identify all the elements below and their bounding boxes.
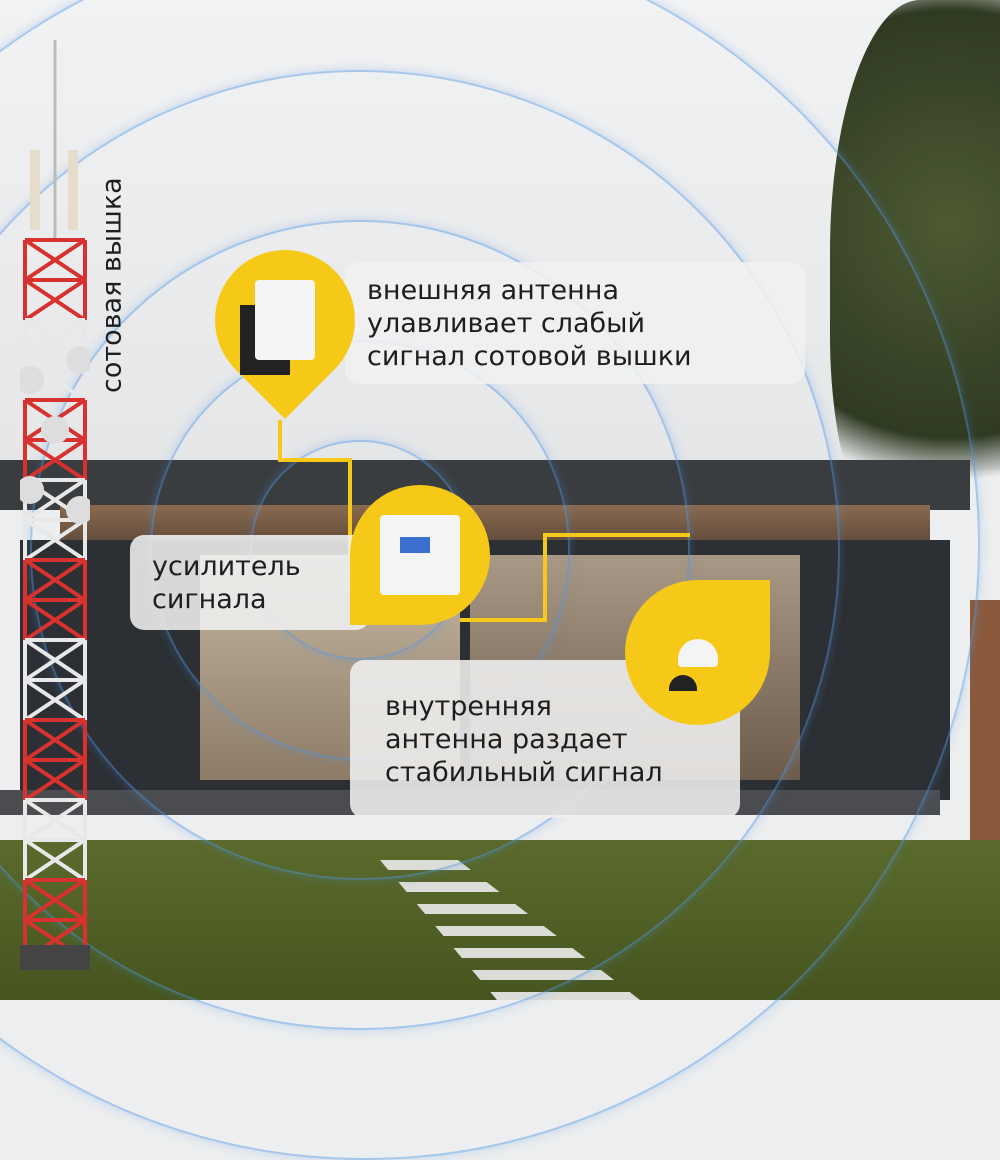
booster-callout: усилитель сигнала [130,535,370,630]
tower-strut [23,478,87,522]
callout-text: внутренняя [385,690,552,722]
tower-strut [23,318,87,362]
tower-strut [23,758,87,802]
fence [970,600,1000,840]
tower-strut [23,678,87,722]
tower-strut [23,518,87,562]
booster-pin [350,485,490,625]
callout-text: сигнала [152,583,267,615]
tower-strut [23,638,87,682]
tower-label: сотовая вышка [96,177,128,393]
tower-strut [23,718,87,762]
outdoor-antenna-callout: внешняя антенна улавливает слабый сигнал… [345,262,805,384]
tower-strut [23,558,87,602]
callout-text: антенна раздает [385,723,628,755]
indoor-antenna-pin [625,580,770,725]
signal-cable [278,420,690,622]
callout-text: улавливает слабый [367,307,646,339]
tower-strut [23,438,87,482]
tower-strut [23,838,87,882]
tower-strut [23,238,87,282]
callout-text: сигнал сотовой вышки [367,340,692,372]
tower-strut [23,278,87,322]
tower-strut [23,598,87,642]
cell-tower [20,40,90,970]
tower-strut [23,878,87,922]
tower-strut [23,798,87,842]
outdoor-antenna-icon [255,280,315,360]
callout-text: стабильный сигнал [385,756,663,788]
callout-text: усилитель [152,550,301,582]
indoor-antenna-icon [677,638,718,667]
callout-text: внешняя антенна [367,274,619,306]
booster-device-icon [380,515,460,595]
